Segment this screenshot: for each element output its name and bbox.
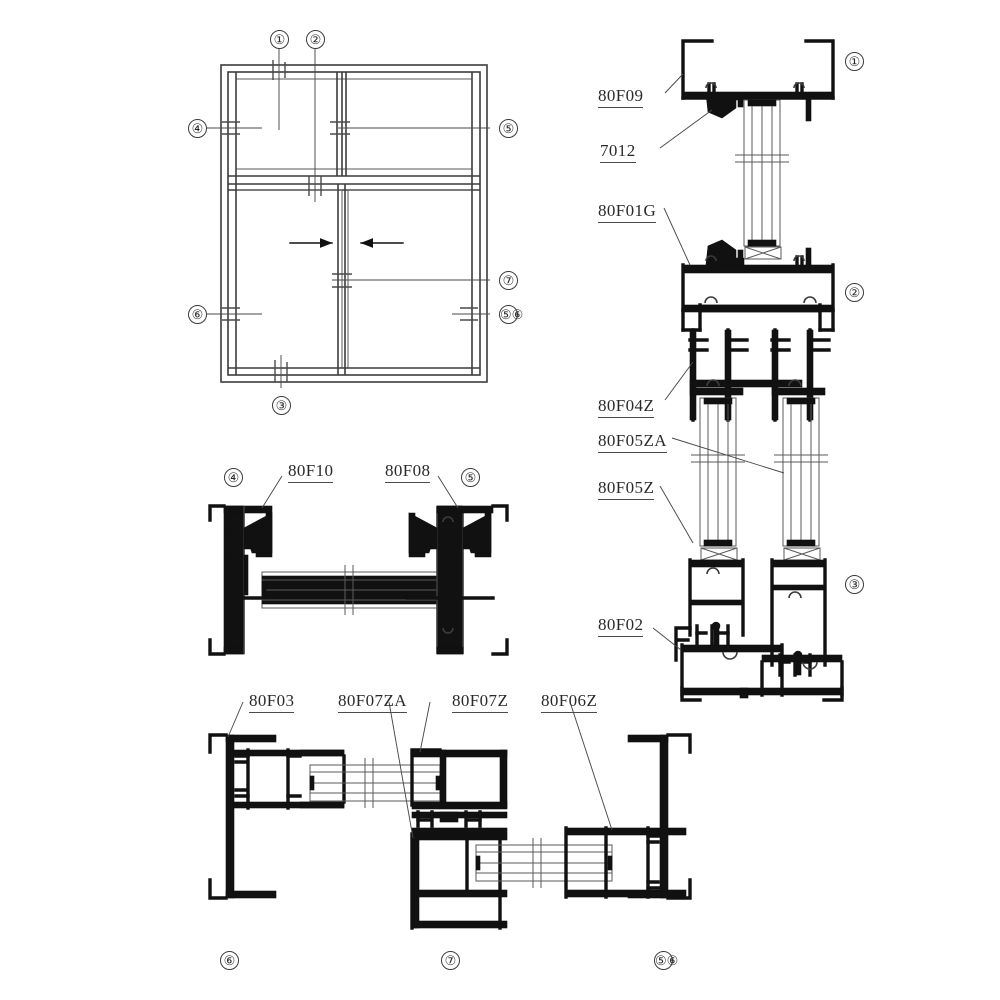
section-mark-2: ② bbox=[845, 283, 864, 302]
callout-3-elevation: ③ bbox=[272, 396, 291, 415]
section-mark-7: ⑦ bbox=[441, 951, 460, 970]
callout-8-elevation: ⑤⑥ bbox=[499, 305, 524, 324]
callout-1-elevation: ① bbox=[270, 30, 289, 49]
part-label-80F01G: 80F01G bbox=[598, 201, 657, 223]
part-label-80F06Z: 80F06Z bbox=[541, 691, 598, 713]
callout-2-elevation: ② bbox=[306, 30, 325, 49]
section-mark-8: ⑤⑥ bbox=[654, 951, 679, 970]
section-mark-1: ① bbox=[845, 52, 864, 71]
part-label-80F05Z: 80F05Z bbox=[598, 478, 655, 500]
vertical-section-geometry bbox=[652, 39, 844, 702]
part-label-80F03: 80F03 bbox=[249, 691, 295, 713]
callout-5-elevation: ⑤ bbox=[499, 119, 518, 138]
part-label-80F10: 80F10 bbox=[288, 461, 334, 483]
part-label-80F08: 80F08 bbox=[385, 461, 431, 483]
vertical-section-leaders bbox=[652, 73, 785, 651]
horizontal-section-bottom-geometry bbox=[208, 733, 692, 930]
bottom-leaders bbox=[227, 701, 613, 839]
part-label-80F07Z: 80F07Z bbox=[452, 691, 509, 713]
callout-7-elevation: ⑦ bbox=[499, 271, 518, 290]
part-label-80F09: 80F09 bbox=[598, 86, 644, 108]
callout-4-elevation: ④ bbox=[188, 119, 207, 138]
elevation-geometry bbox=[207, 48, 490, 388]
part-label-80F02: 80F02 bbox=[598, 615, 644, 637]
section-mark-5: ⑤ bbox=[461, 468, 480, 487]
part-label-80F05ZA: 80F05ZA bbox=[598, 431, 667, 453]
section-mark-6: ⑥ bbox=[220, 951, 239, 970]
horizontal-section-mid-geometry bbox=[208, 475, 509, 656]
part-label-7012: 7012 bbox=[600, 141, 636, 163]
section-mark-4: ④ bbox=[224, 468, 243, 487]
section-mark-3: ③ bbox=[845, 575, 864, 594]
elevation-leaders bbox=[207, 48, 490, 388]
part-label-80F04Z: 80F04Z bbox=[598, 396, 655, 418]
callout-6-elevation: ⑥ bbox=[188, 305, 207, 324]
part-label-80F07ZA: 80F07ZA bbox=[338, 691, 407, 713]
